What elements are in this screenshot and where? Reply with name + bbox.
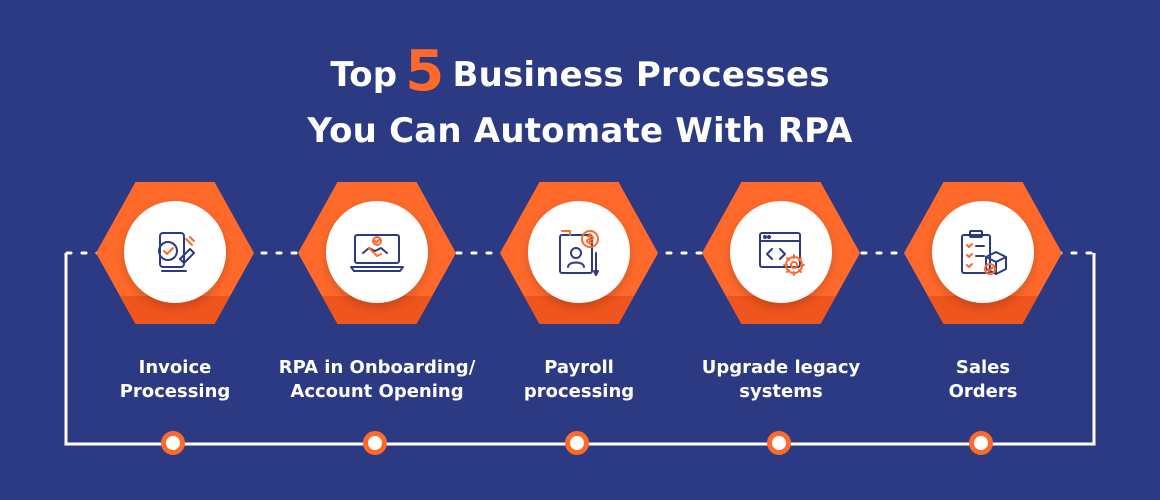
step-label-line-2: Account Opening	[290, 381, 464, 402]
step-label-line-1: Sales	[955, 357, 1011, 378]
step-label: Sales Orders	[878, 356, 1088, 404]
step-label-line-1: Payroll	[544, 357, 614, 378]
sales-orders-icon	[932, 201, 1034, 303]
step-label-line-2: systems	[739, 381, 823, 402]
timeline-dot	[565, 431, 589, 455]
step-label-line-2: processing	[523, 381, 635, 402]
step-label: Payroll processing	[474, 356, 684, 404]
code-settings-icon	[730, 201, 832, 303]
handshake-laptop-icon	[326, 201, 428, 303]
step-label: Upgrade legacy systems	[676, 356, 886, 404]
title-line-2: You Can Automate With RPA	[307, 111, 853, 151]
step-label-line-2: Orders	[948, 381, 1018, 402]
payroll-icon	[528, 201, 630, 303]
timeline-dot	[969, 431, 993, 455]
timeline-dot	[767, 431, 791, 455]
title-suffix: Business Processes	[452, 55, 830, 95]
step-label-line-1: Invoice	[138, 357, 212, 378]
step-label: RPA in Onboarding/ Account Opening	[272, 356, 482, 404]
step-label-line-1: RPA in Onboarding/	[278, 357, 476, 378]
invoice-processing-icon	[124, 201, 226, 303]
timeline-dot	[161, 431, 185, 455]
step-label-line-2: Processing	[119, 381, 231, 402]
step-label: Invoice Processing	[70, 356, 280, 404]
step-label-line-1: Upgrade legacy	[701, 357, 861, 378]
timeline-dot	[363, 431, 387, 455]
title-prefix: Top	[330, 55, 398, 95]
title-number: 5	[405, 39, 445, 104]
